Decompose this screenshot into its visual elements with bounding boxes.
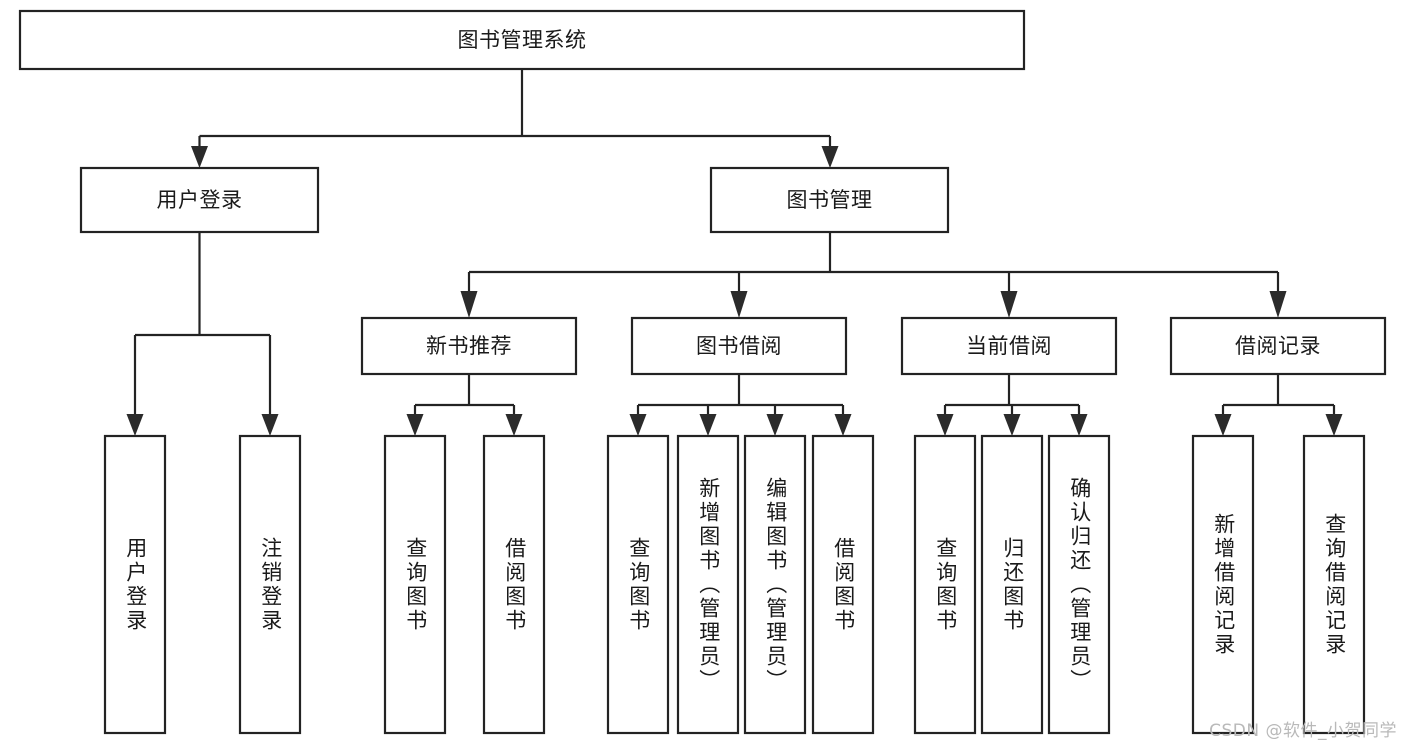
node-book-borrow-label: 图书借阅 xyxy=(696,334,782,358)
node-book-management[interactable] xyxy=(709,166,950,234)
node-borrow-record-label: 借阅记录 xyxy=(1235,334,1321,358)
node-leaf-logout[interactable] xyxy=(238,434,302,735)
node-current-borrow-label: 当前借阅 xyxy=(966,334,1052,358)
node-leaf-edit-book-admin[interactable] xyxy=(743,434,807,735)
arrowhead-record-leaf2 xyxy=(1325,414,1343,436)
arrowhead-newbook xyxy=(460,291,478,318)
arrowhead-current-leaf1 xyxy=(936,414,954,436)
node-new-book-recommend-label: 新书推荐 xyxy=(426,334,512,358)
node-leaf-borrow-book-2[interactable] xyxy=(811,434,875,735)
node-leaf-query-book-2[interactable] xyxy=(606,434,670,735)
node-user-login[interactable] xyxy=(79,166,320,234)
arrowhead-current xyxy=(1000,291,1018,318)
node-borrow-record[interactable] xyxy=(1169,316,1387,376)
arrowhead-record-leaf1 xyxy=(1214,414,1232,436)
arrowhead-borrow-leaf2 xyxy=(699,414,717,436)
node-root-book-management-system[interactable] xyxy=(18,9,1026,71)
node-leaf-query-book-1[interactable] xyxy=(383,434,447,735)
arrowhead-newbook-leaf2 xyxy=(505,414,523,436)
arrowhead-book-manage xyxy=(821,146,839,168)
node-user-login-label: 用户登录 xyxy=(157,188,243,212)
arrowhead-leaf-user-login xyxy=(126,414,144,436)
csdn-watermark: CSDN @软件_小贺同学 xyxy=(1209,721,1397,741)
arrowhead-leaf-logout xyxy=(261,414,279,436)
node-leaf-add-book-admin[interactable] xyxy=(676,434,740,735)
node-root-label: 图书管理系统 xyxy=(458,28,587,52)
node-leaf-borrow-book-1[interactable] xyxy=(482,434,546,735)
arrowhead-record xyxy=(1269,291,1287,318)
node-leaf-query-borrow-record[interactable] xyxy=(1302,434,1366,735)
arrowhead-borrow-leaf1 xyxy=(629,414,647,436)
arrowhead-borrow-leaf3 xyxy=(766,414,784,436)
node-leaf-confirm-return-admin[interactable] xyxy=(1047,434,1111,735)
arrowhead-current-leaf2 xyxy=(1003,414,1021,436)
arrowhead-borrow-leaf4 xyxy=(834,414,852,436)
node-book-management-label: 图书管理 xyxy=(787,188,873,212)
node-new-book-recommend[interactable] xyxy=(360,316,578,376)
arrowhead-newbook-leaf1 xyxy=(406,414,424,436)
connector-layer xyxy=(126,69,1343,436)
node-leaf-return-book[interactable] xyxy=(980,434,1044,735)
node-current-borrow[interactable] xyxy=(900,316,1118,376)
arrowhead-borrow xyxy=(730,291,748,318)
arrowhead-user-login xyxy=(191,146,208,168)
node-layer: 图书管理系统 用户登录 图书管理 新书推荐 图书借阅 当前借阅 借阅记录 xyxy=(18,9,1387,735)
node-book-borrow[interactable] xyxy=(630,316,848,376)
node-leaf-add-borrow-record[interactable] xyxy=(1191,434,1255,735)
node-leaf-user-login[interactable] xyxy=(103,434,167,735)
node-leaf-query-book-3[interactable] xyxy=(913,434,977,735)
arrowhead-current-leaf3 xyxy=(1070,414,1088,436)
